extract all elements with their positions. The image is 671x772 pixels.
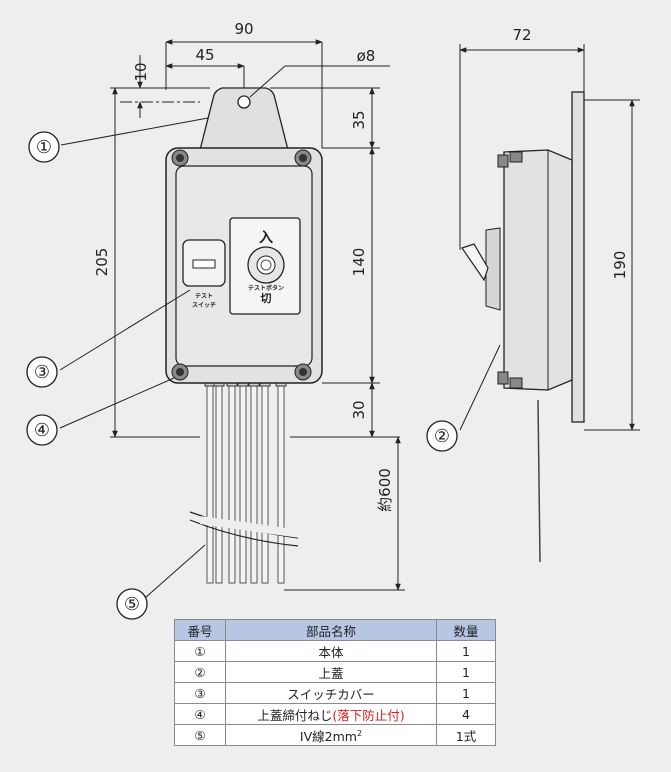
callout-leaders (59, 117, 501, 599)
dim-bracket-height: 35 (350, 110, 368, 129)
test-switch-slot (192, 259, 216, 269)
table-row: ② 上蓋 1 (174, 661, 496, 683)
table-row: ③ スイッチカバー 1 (174, 682, 496, 704)
mounting-bracket (199, 87, 289, 151)
row-number: ③ (174, 682, 226, 704)
row-number: ④ (174, 703, 226, 725)
callout-4: ④ (34, 420, 50, 441)
row-name-cell: IV線2mm2 (225, 724, 437, 746)
row-quantity: 1 (436, 682, 496, 704)
row-number: ② (174, 661, 226, 683)
row-name: 上蓋 (225, 661, 437, 683)
on-label: 入 (259, 230, 273, 246)
test-switch-label-1: テスト (195, 293, 213, 300)
side-dimensions (459, 44, 640, 431)
header-number: 番号 (174, 619, 226, 641)
callout-1: ① (36, 137, 52, 158)
row-name: 上蓋締付ねじ (257, 707, 333, 723)
row-name: IV線2mm (299, 728, 357, 744)
row-name: 本体 (225, 640, 437, 662)
table-row: ① 本体 1 (174, 640, 496, 662)
header-name: 部品名称 (225, 619, 437, 641)
callout-circles (26, 131, 458, 620)
row-quantity: 1 (436, 640, 496, 662)
row-number: ⑤ (174, 724, 226, 746)
callout-numbers: ① ② ③ ④ ⑤ (34, 137, 450, 615)
side-switch-lever (461, 243, 489, 282)
dim-cable-length: 約600 (376, 468, 394, 512)
row-number: ① (174, 640, 226, 662)
callout-2: ② (434, 426, 450, 447)
dim-body-height: 140 (350, 248, 368, 277)
test-button-inner (256, 255, 276, 275)
table-header-row: 番号 部品名称 数量 (174, 619, 496, 641)
table-row: ⑤ IV線2mm2 1式 (174, 724, 496, 746)
row-quantity: 4 (436, 703, 496, 725)
parts-table: 番号 部品名称 数量 ① 本体 1 ② 上蓋 1 ③ スイッチカバー 1 ④ 上… (174, 619, 496, 746)
dim-width-total: 90 (234, 20, 253, 38)
front-dimensions (110, 39, 405, 591)
test-switch-label-2: スイッチ (192, 302, 216, 309)
off-label: 切 (261, 292, 272, 305)
side-switch-housing (485, 227, 501, 311)
callout-3: ③ (34, 362, 50, 383)
dim-bottom-height: 30 (350, 400, 368, 419)
cover-screws (171, 149, 312, 381)
side-view (461, 91, 585, 563)
row-quantity: 1式 (436, 724, 496, 746)
dim-mount-offset: 45 (195, 46, 214, 64)
mounting-hole (237, 95, 251, 109)
row-name: スイッチカバー (225, 682, 437, 704)
row-superscript: 2 (356, 728, 363, 738)
row-note: (落下防止付) (332, 707, 405, 723)
side-body (503, 149, 573, 391)
test-button-label: テストボタン (248, 284, 284, 292)
dim-side-height: 190 (611, 251, 629, 280)
side-mount-plate (571, 91, 585, 423)
header-quantity: 数量 (436, 619, 496, 641)
callout-5: ⑤ (124, 594, 140, 615)
dim-hole-diameter: ø8 (357, 47, 376, 65)
dim-overall-height: 205 (93, 248, 111, 277)
row-quantity: 1 (436, 661, 496, 683)
row-name-cell: 上蓋締付ねじ(落下防止付) (225, 703, 437, 725)
dim-side-depth: 72 (512, 26, 531, 44)
table-row: ④ 上蓋締付ねじ(落下防止付) 4 (174, 703, 496, 725)
dim-top-gap: 10 (132, 62, 150, 81)
front-view: テスト スイッチ 入 テストボタン 切 (165, 87, 323, 584)
wire-bundle (206, 382, 285, 584)
